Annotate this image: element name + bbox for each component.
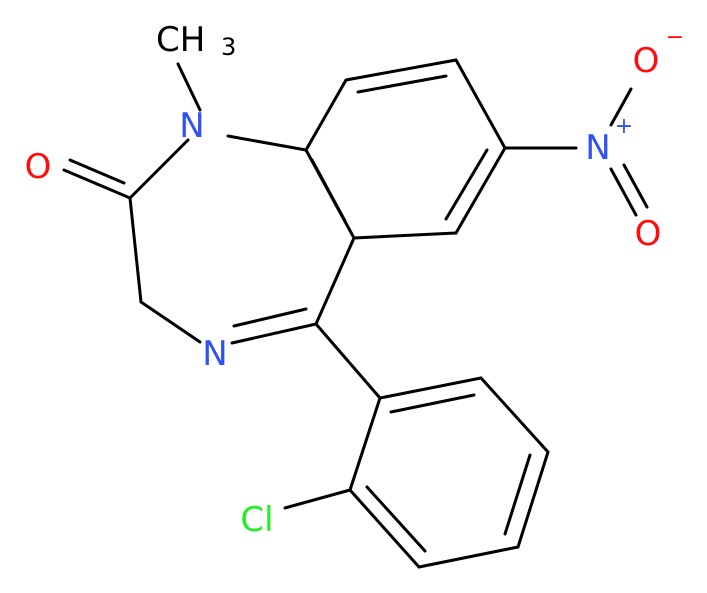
bond-c8-c7 [454,58,507,150]
bond-c9a-c9 [304,78,348,152]
bond-c2p-c3p [348,488,421,569]
atom-nitro-o-label: O [635,214,662,254]
bond-c9-c8 [344,58,458,82]
bond-n1-c2 [128,138,190,200]
bond-c5a-c9a-inner [310,158,347,223]
atom-o-carbonyl-label: O [25,147,52,187]
bond-c5-c1p [314,322,382,400]
bond-c2-o-inner [68,158,126,185]
methyl-subscript: 3 [221,33,236,61]
bond-c2-o [62,168,132,200]
bond-c6p-c1p-inner [389,393,476,414]
bond-c6-c5a [352,231,458,240]
bond-c3-n4 [139,300,202,344]
bond-c9a-n1 [226,134,308,152]
bond-c9-c8-inner [356,74,448,94]
bond-c5p-c6p [479,376,550,454]
bond-c2p-cl [283,488,352,510]
bond-n4-c5-inner [232,307,308,328]
atom-n1-label: N [179,106,204,146]
bond-c2p-c3p-inner [365,485,427,553]
atom-cl-label: Cl [240,500,273,540]
bond-c5-c5a [314,236,356,326]
nitro-n-charge: + [615,114,633,139]
atom-nitro-o-minus-label: O [633,41,660,81]
bond-nnitro-o [609,167,638,217]
bond-c3p-c4p [417,545,520,569]
atom-nitro-n-label: N [585,128,610,168]
bond-n4-c5 [230,322,318,345]
bond-nnitro-o-inner [622,163,649,209]
bond-c4p-c5p-inner [503,453,532,536]
bond-c4p-c5p [516,450,550,549]
bond-c6p-c1p [378,376,483,400]
bond-c7-c6-inner [444,148,489,221]
bond-n1-ch3 [176,62,202,112]
nitro-o-minus-charge: − [666,25,684,50]
bond-c2-c3 [128,196,143,304]
bond-c1p-c2p [348,396,382,492]
atom-n4-label: N [202,334,227,374]
bond-nnitro-ominus [609,87,633,127]
bond-c7-c6 [454,146,507,235]
methyl-label: CH [156,20,205,60]
